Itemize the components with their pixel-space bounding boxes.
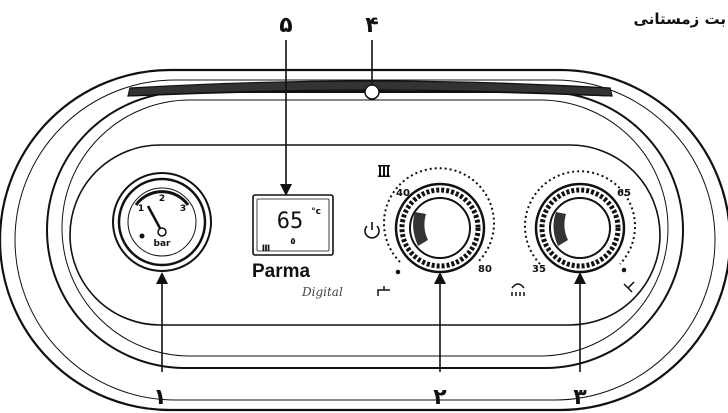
water-pointer-arrow: [574, 272, 586, 372]
gauge-pointer-arrow: [156, 272, 168, 372]
lcd-temperature-unit: °c: [311, 207, 321, 217]
radiator-icon-lcd: Ⅲ: [262, 244, 271, 254]
label-display: ۵: [279, 13, 292, 38]
flame-icon: ٥: [290, 237, 296, 247]
label-indicator: ۴: [365, 13, 378, 38]
shower-icon: [511, 283, 525, 296]
power-icon: [364, 222, 380, 239]
pressure-gauge: 1 2 3 bar: [112, 172, 212, 272]
water-min-label: 35: [532, 264, 546, 275]
gauge-tick-1: 1: [138, 204, 144, 214]
heating-max-label: 80: [478, 264, 492, 275]
panel-body: [0, 68, 728, 412]
gauge-needle: [146, 205, 164, 233]
label-water-knob: ۳: [573, 385, 587, 410]
lcd-temperature-value: 65: [277, 209, 304, 234]
brand-name: Parma: [252, 261, 311, 282]
heating-knob[interactable]: [383, 167, 495, 274]
caption-title: بت زمستانی: [634, 10, 726, 28]
tap-icon: [377, 269, 401, 296]
lcd-display: 65 °c ٥ Ⅲ: [252, 194, 334, 256]
brand-subtitle: Digital: [301, 285, 343, 299]
indicator-lamp: [364, 40, 380, 100]
display-pointer-arrow: [280, 40, 292, 196]
water-knob[interactable]: [524, 170, 636, 274]
label-heating-knob: ۲: [433, 385, 447, 410]
water-max-label: 65: [617, 188, 631, 199]
heating-min-label: 40: [396, 188, 410, 199]
radiator-icon: [378, 165, 390, 177]
tap-icon-right: [621, 267, 635, 293]
heating-pointer-arrow: [434, 272, 446, 372]
label-gauge: ۱: [153, 385, 166, 410]
gauge-unit: bar: [154, 239, 172, 249]
gauge-tick-3: 3: [180, 204, 186, 214]
gauge-tick-2: 2: [159, 194, 165, 204]
